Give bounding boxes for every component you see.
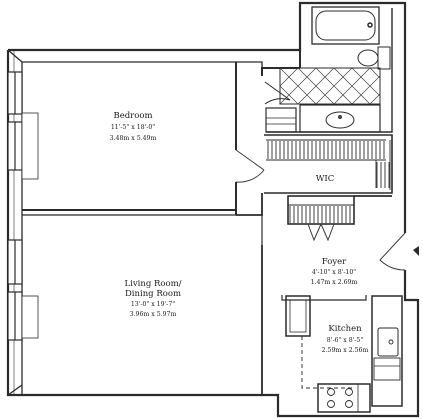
foyer-closet-hangers [289,206,351,223]
kitchen-name: Kitchen [328,324,362,334]
bedroom-dims-imperial: 11'-5" x 18'-0" [111,124,155,131]
windows [7,71,39,341]
living-room-name: Living Room/ [124,279,181,289]
living-room-dims-metric: 3.96m x 5.97m [130,311,177,318]
foyer-dims-imperial: 4'-10" x 8'-10" [312,269,356,276]
interior-wall-lines [7,49,263,396]
kitchen-dims-metric: 2.59m x 2.56m [322,347,369,354]
partitions [236,193,392,395]
bathroom-tile-pattern [279,67,381,105]
foyer-dims-metric: 1.47m x 2.69m [311,279,358,286]
dining-room-name: Dining Room [125,289,181,299]
bedroom-name: Bedroom [113,111,152,121]
bathroom [261,6,393,133]
kitchen [262,295,403,413]
room-labels: Bedroom 11'-5" x 18'-0" 3.48m x 5.49m Li… [110,111,369,354]
entry-door [379,232,406,271]
closet-bifold-doors [307,223,335,242]
living-room-dims-imperial: 13'-0" x 19'-7" [131,301,175,308]
bedroom-walls [22,62,237,216]
bedroom-door [235,149,265,183]
entry-arrow-icon [413,246,419,256]
kitchen-dims-imperial: 8'-6" x 8'-5" [327,337,364,344]
foyer-name: Foyer [322,257,347,267]
bedroom-dims-metric: 3.48m x 5.49m [110,135,157,142]
wic-hangers [267,141,390,188]
exterior-walls [6,1,420,418]
wic [264,134,393,194]
wic-name: WIC [316,174,335,184]
